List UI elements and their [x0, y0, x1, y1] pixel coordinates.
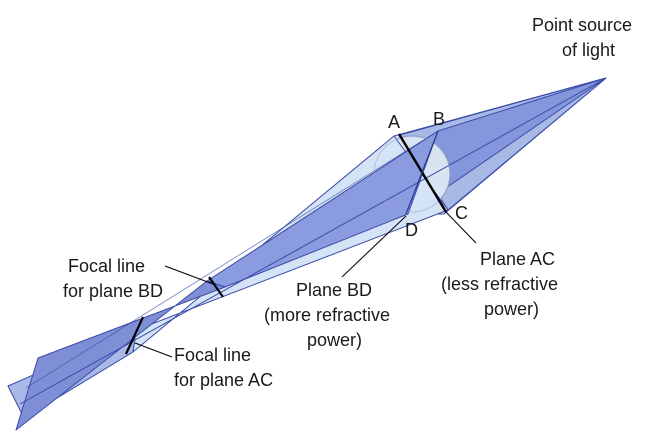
point-a-label: A [388, 112, 400, 132]
plane-bd-beam-converge [206, 130, 439, 288]
lens-rim [373, 135, 451, 213]
central-ray [19, 77, 607, 405]
plane-bd-label-line1: Plane BD [296, 280, 372, 300]
plane-ac-line [397, 133, 448, 213]
focal-bd-label-line1: Focal line [68, 256, 145, 276]
point-d-label: D [405, 220, 418, 240]
point-c-label: C [455, 203, 468, 223]
point-b-label: B [433, 109, 445, 129]
source-label-line1: Point source [532, 15, 632, 35]
focal-bd-label-line2: for plane BD [63, 281, 163, 301]
plane-bd-label-line2: (more refractive [264, 305, 390, 325]
plane-bd-beam-diverge [15, 280, 226, 431]
plane-bd-label-line3: power) [307, 330, 362, 350]
leader-plane-ac [445, 211, 477, 244]
plane-bd-line [405, 130, 439, 215]
leader-focal-bd [164, 265, 214, 285]
focal-ac-label-line1: Focal line [174, 345, 251, 365]
leader-plane-bd [341, 215, 407, 278]
leader-focal-ac [134, 342, 173, 358]
plane-ac-label-line2: (less refractive [441, 274, 558, 294]
focal-line-bd [208, 276, 224, 298]
plane-ac-label-line1: Plane AC [480, 249, 555, 269]
ray-upper [25, 130, 439, 389]
source-label-line2: of light [562, 40, 615, 60]
focal-line-ac [125, 316, 144, 355]
plane-ac-label-line3: power) [484, 299, 539, 319]
focal-ac-label-line2: for plane AC [174, 370, 273, 390]
